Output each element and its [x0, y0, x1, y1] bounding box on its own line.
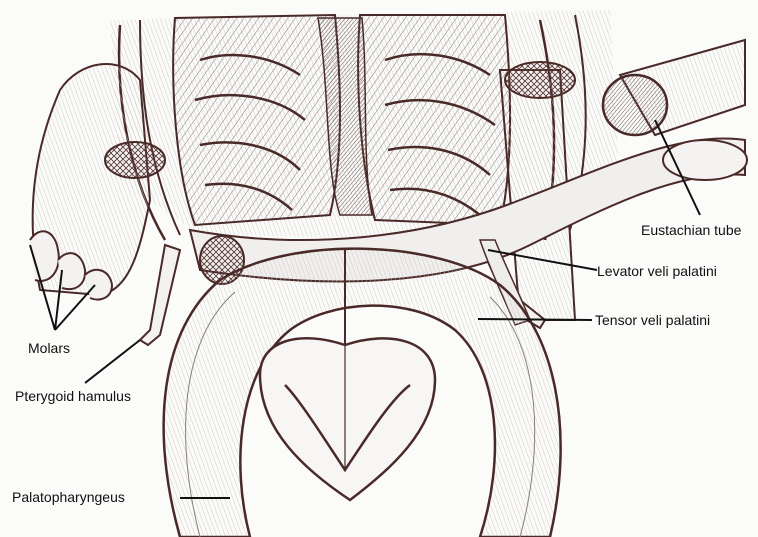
palatopharyngeus-ring: [164, 249, 561, 537]
eustachian-tube-shape: [603, 40, 745, 135]
label-molars: Molars: [28, 340, 70, 356]
leader-tensor: [478, 319, 592, 320]
label-pterygoid-hamulus: Pterygoid hamulus: [15, 388, 131, 404]
leader-pterygoid-hamulus: [85, 340, 140, 383]
label-eustachian-tube: Eustachian tube: [641, 222, 741, 238]
label-tensor-veli-palatini: Tensor veli palatini: [595, 312, 710, 328]
label-palatopharyngeus: Palatopharyngeus: [12, 489, 125, 505]
label-levator-veli-palatini: Levator veli palatini: [597, 263, 717, 279]
